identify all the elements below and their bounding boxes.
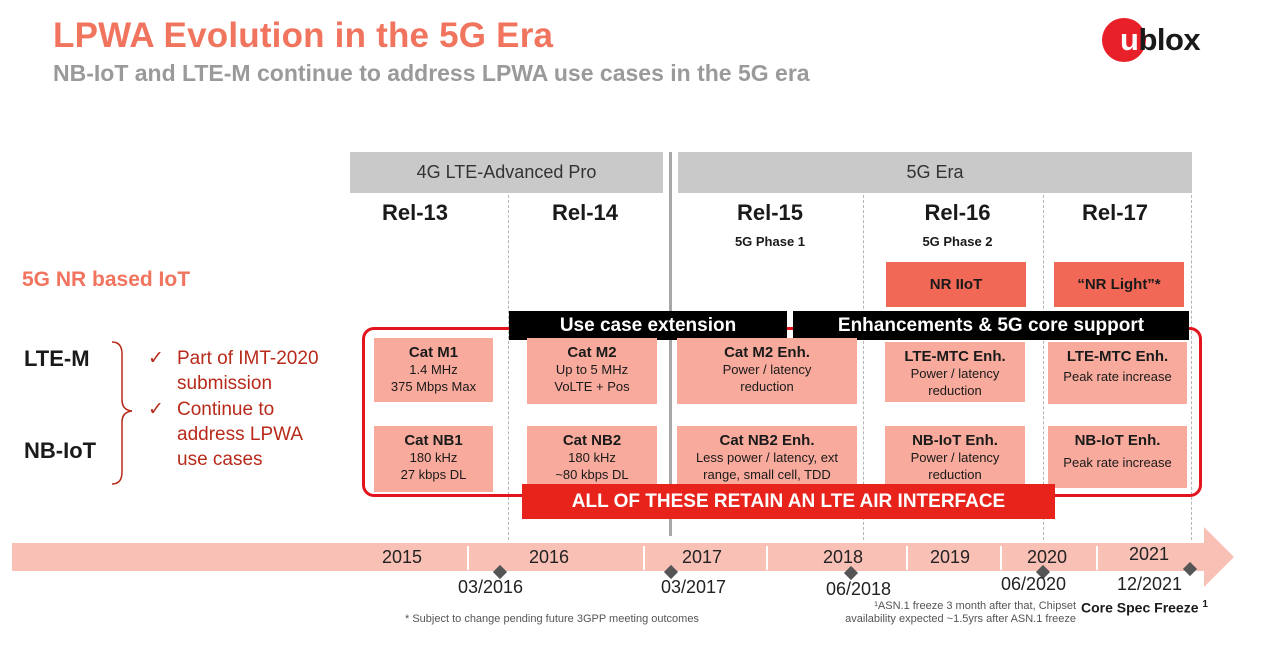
timeline-tick bbox=[643, 546, 645, 570]
nr-iot-label: 5G NR based IoT bbox=[22, 268, 191, 291]
nr-iiot-box: NR IIoT bbox=[886, 262, 1026, 307]
page-subtitle: NB-IoT and LTE-M continue to address LPW… bbox=[53, 60, 810, 86]
release-15: Rel-15 bbox=[736, 200, 804, 225]
core-spec-freeze: Core Spec Freeze 1 bbox=[1081, 599, 1208, 616]
year-label: 2021 bbox=[1128, 544, 1170, 564]
bullet-item: ✓ Continue to address LPWA use cases bbox=[148, 399, 304, 470]
row-brace-icon bbox=[111, 341, 133, 485]
milestone-label: 03/2017 bbox=[661, 577, 727, 597]
bullet-list: ✓ Part of IMT-2020 submission ✓ Continue… bbox=[148, 346, 319, 472]
lte-air-interface-banner: ALL OF THESE RETAIN AN LTE AIR INTERFACE bbox=[522, 484, 1055, 519]
release-15-phase: 5G Phase 1 bbox=[734, 234, 806, 249]
year-label: 2018 bbox=[822, 547, 864, 567]
column-divider bbox=[508, 195, 509, 540]
milestone-label: 03/2016 bbox=[458, 577, 524, 597]
release-16-phase: 5G Phase 2 bbox=[922, 234, 993, 249]
release-16: Rel-16 bbox=[924, 200, 991, 225]
checkmark-icon: ✓ bbox=[148, 399, 164, 420]
column-divider bbox=[863, 195, 864, 540]
nr-light-box: “NR Light”* bbox=[1054, 262, 1184, 307]
timeline-tick bbox=[766, 546, 768, 570]
era-4g: 4G LTE-Advanced Pro bbox=[350, 152, 663, 193]
milestone-label: 06/2018 bbox=[826, 579, 892, 599]
column-divider bbox=[1043, 195, 1044, 540]
timeline-tick bbox=[1000, 546, 1002, 570]
release-14: Rel-14 bbox=[551, 200, 619, 225]
ltem-row-label: LTE-M bbox=[24, 346, 90, 371]
year-label: 2019 bbox=[929, 547, 971, 567]
era-5g: 5G Era bbox=[678, 152, 1192, 193]
release-13: Rel-13 bbox=[381, 200, 449, 225]
timeline-tick bbox=[1096, 546, 1098, 570]
year-label: 2017 bbox=[681, 547, 723, 567]
footnote-left: * Subject to change pending future 3GPP … bbox=[405, 613, 699, 625]
timeline-arrow-icon bbox=[12, 527, 1234, 587]
year-label: 2015 bbox=[381, 547, 423, 567]
cell-lte-mtc-enh-17: LTE-MTC Enh.Peak rate increase bbox=[1048, 342, 1187, 404]
page-title: LPWA Evolution in the 5G Era bbox=[53, 16, 554, 55]
era-divider bbox=[669, 152, 672, 536]
column-divider bbox=[1191, 195, 1192, 540]
milestone-label: 06/2020 bbox=[1001, 574, 1067, 594]
nbiot-row-label: NB-IoT bbox=[24, 438, 97, 463]
enhancements-bar: Enhancements & 5G core support bbox=[793, 311, 1189, 340]
logo-circle-icon bbox=[1102, 18, 1146, 62]
timeline-tick bbox=[906, 546, 908, 570]
bullet-item: ✓ Part of IMT-2020 submission bbox=[148, 348, 319, 394]
year-label: 2016 bbox=[528, 547, 570, 567]
year-label: 2020 bbox=[1026, 547, 1068, 567]
milestone-label: 12/2021 bbox=[1117, 574, 1183, 594]
ublox-logo: ublox bbox=[1102, 18, 1227, 62]
timeline-tick bbox=[467, 546, 469, 570]
cell-nbiot-enh-17: NB-IoT Enh.Peak rate increase bbox=[1048, 426, 1187, 488]
logo-wordmark: ublox bbox=[1120, 22, 1201, 57]
use-case-extension-bar: Use case extension bbox=[509, 311, 787, 340]
release-17: Rel-17 bbox=[1081, 200, 1149, 225]
checkmark-icon: ✓ bbox=[148, 348, 164, 369]
footnote-right: ¹ASN.1 freeze 3 month after that, Chipse… bbox=[845, 600, 1076, 625]
